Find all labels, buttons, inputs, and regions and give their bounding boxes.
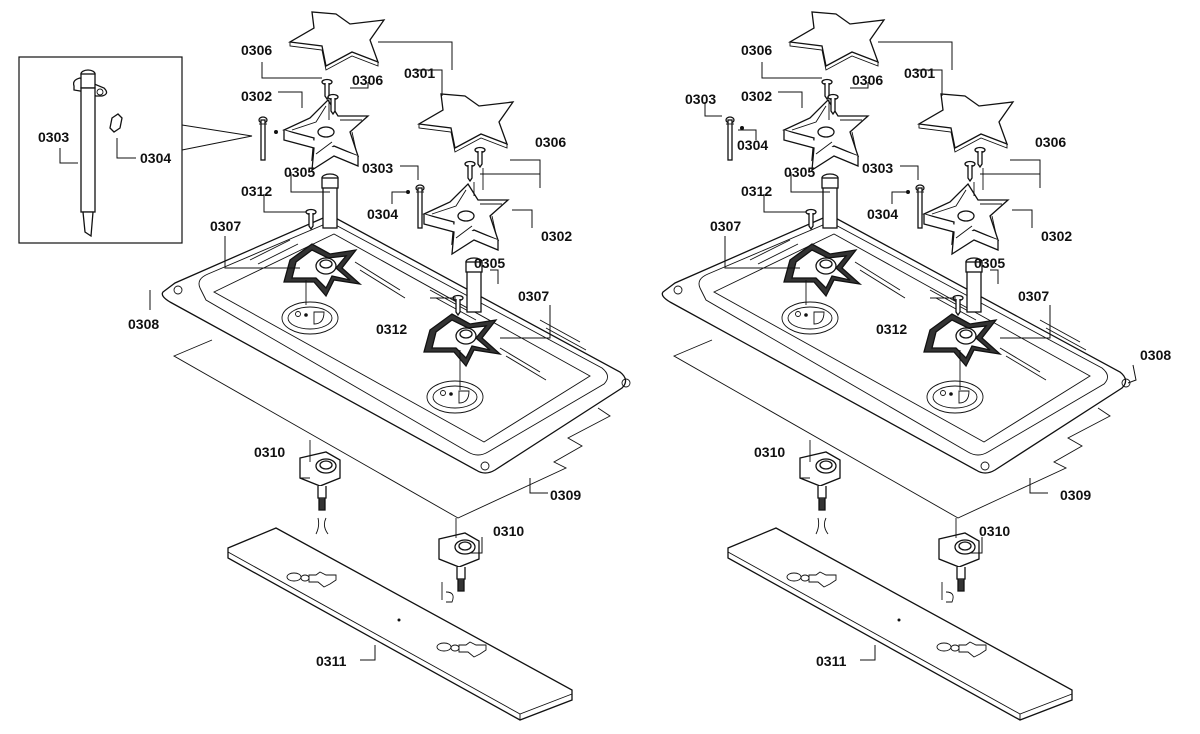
label-0312: 0312	[376, 321, 407, 337]
label-0306: 0306	[852, 72, 883, 88]
label-0308: 0308	[1140, 347, 1171, 363]
label-0302: 0302	[1041, 228, 1072, 244]
label-0303: 0303	[685, 91, 716, 107]
right-assembly: 0306 0306 0301 0303 0302 0304 0306 0303 …	[662, 12, 1171, 720]
label-0310: 0310	[493, 523, 524, 539]
label-0308: 0308	[128, 316, 159, 332]
label-0303: 0303	[862, 160, 893, 176]
inset-electrode	[72, 69, 123, 238]
label-0307: 0307	[1018, 288, 1049, 304]
label-0305: 0305	[784, 164, 815, 180]
label-0304: 0304	[867, 206, 898, 222]
label-0302: 0302	[241, 88, 272, 104]
label-0306: 0306	[352, 72, 383, 88]
label-0310: 0310	[979, 523, 1010, 539]
label-0306: 0306	[535, 134, 566, 150]
label-0301: 0301	[404, 65, 435, 81]
label-0304: 0304	[737, 137, 768, 153]
label-0307: 0307	[210, 218, 241, 234]
label-0312: 0312	[876, 321, 907, 337]
label-0306: 0306	[1035, 134, 1066, 150]
label-0306: 0306	[241, 42, 272, 58]
label-0305: 0305	[474, 255, 505, 271]
label-0307: 0307	[518, 288, 549, 304]
label-0307: 0307	[710, 218, 741, 234]
label-0311: 0311	[816, 653, 847, 669]
label-0311: 0311	[316, 653, 347, 669]
label-0310: 0310	[254, 444, 285, 460]
label-0305: 0305	[284, 164, 315, 180]
label-0302: 0302	[741, 88, 772, 104]
label-0309: 0309	[1060, 487, 1091, 503]
label-0301: 0301	[904, 65, 935, 81]
inset-label-0304: 0304	[140, 150, 171, 166]
inset-label-0303: 0303	[38, 129, 69, 145]
label-0310: 0310	[754, 444, 785, 460]
label-0312: 0312	[241, 183, 272, 199]
left-assembly: 0306 0306 0301 0302 0306 0303 0305 0312 …	[18, 12, 630, 720]
label-0305: 0305	[974, 255, 1005, 271]
label-0302: 0302	[541, 228, 572, 244]
label-0306: 0306	[741, 42, 772, 58]
label-0303: 0303	[362, 160, 393, 176]
label-0304: 0304	[367, 206, 398, 222]
label-0312: 0312	[741, 183, 772, 199]
label-0309: 0309	[550, 487, 581, 503]
